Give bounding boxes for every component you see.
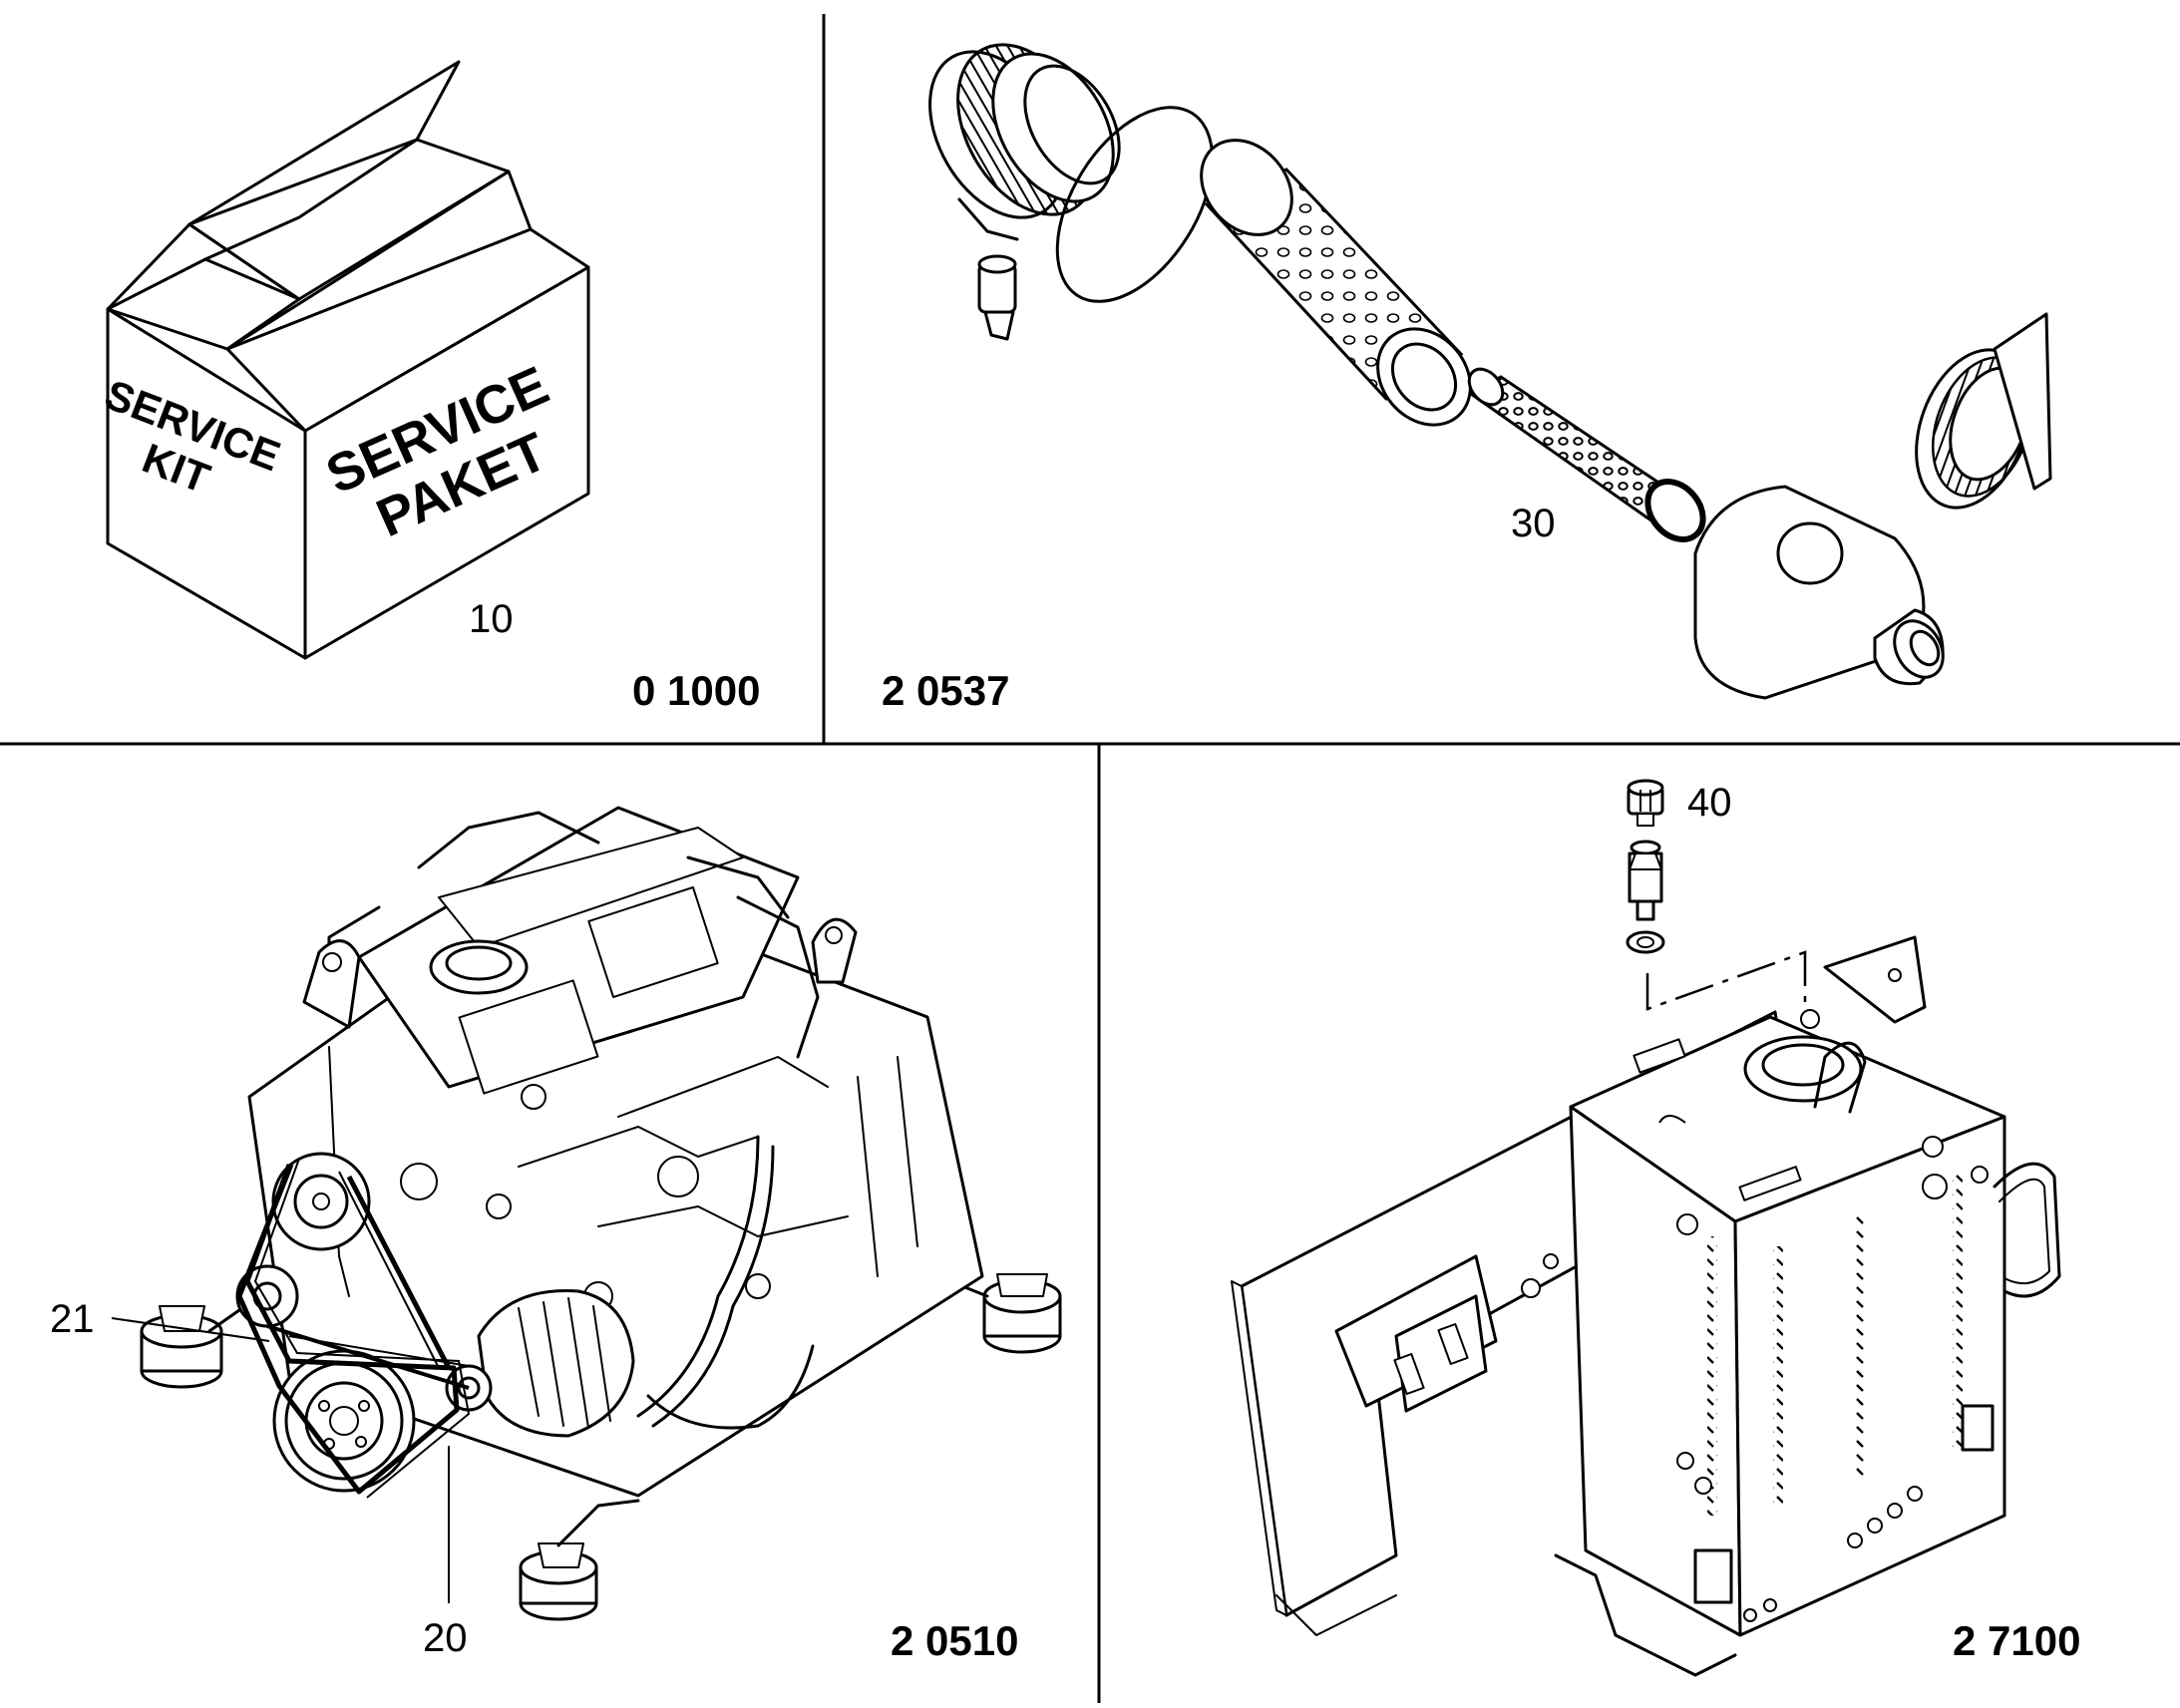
group-code-0-1000: 0 1000 [632,667,760,714]
v-belt [236,1158,471,1499]
main-filter-element [1200,139,1472,427]
engine-mount-bottom [519,1542,598,1621]
callout-10: 10 [469,597,514,641]
engine-mount-left [140,1305,223,1389]
safety-filter-element [1467,367,1706,542]
callout-21: 21 [50,1297,95,1341]
service-kit-panel: SERVICE KIT SERVICE PAKET 10 0 1000 [99,60,760,714]
tank-panel: 40 [1231,779,2080,1677]
group-code-2-7100: 2 7100 [1953,1617,2080,1664]
engine-mount-right [982,1273,1062,1354]
callout-40: 40 [1687,781,1732,825]
callout-30: 30 [1511,502,1556,545]
tank-illustration [1231,935,2061,1677]
sensor-valve [977,254,1017,341]
callout-20: 20 [423,1616,468,1660]
filter-housing [1693,485,1945,700]
service-kit-box-illustration [106,60,590,660]
filler-cap-assembly [1626,779,1665,954]
air-filter-panel: 30 2 0537 [882,43,2052,714]
mounting-clamp [1915,312,2052,510]
group-code-2-0510: 2 0510 [891,1617,1018,1664]
panel-dividers [0,14,2180,1703]
air-filter-cap [928,43,1121,241]
o-ring [1055,106,1215,303]
engine-illustration [140,806,1062,1621]
leader-line-21 [111,1317,270,1342]
group-code-2-0537: 2 0537 [882,667,1009,714]
assembly-dash-line [1645,950,1807,1011]
engine-panel: 21 20 2 0510 [50,806,1062,1664]
